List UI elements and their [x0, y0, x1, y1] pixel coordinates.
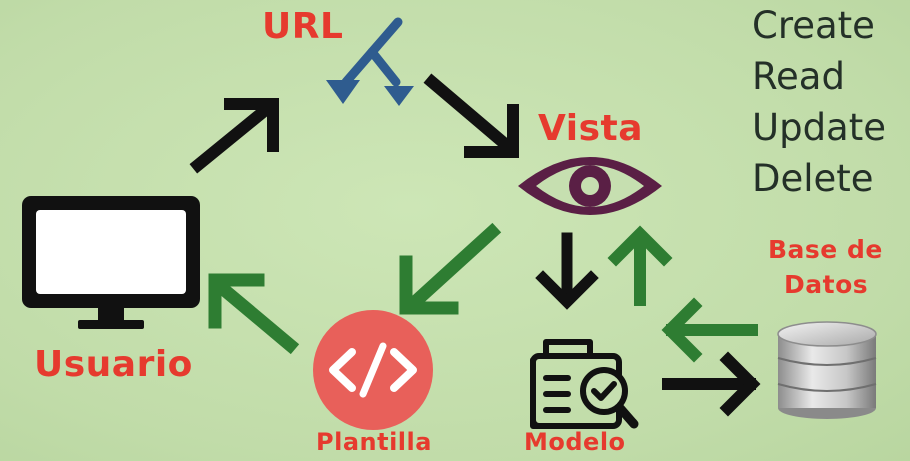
crud-create: Create	[752, 4, 875, 47]
crud-delete: Delete	[752, 157, 874, 200]
arrow-modelo-to-vista	[607, 225, 673, 306]
arrow-database-to-modelo	[661, 297, 758, 363]
database-icon	[777, 321, 877, 419]
arrow-usuario-to-url	[189, 98, 279, 174]
modelo-label: Modelo	[524, 428, 626, 456]
url-label: URL	[262, 6, 344, 47]
arrow-vista-to-plantilla	[399, 222, 502, 315]
document-search-icon	[530, 339, 639, 429]
eye-icon	[518, 157, 662, 215]
plantilla-label: Plantilla	[316, 428, 432, 456]
fork-arrow-icon	[341, 17, 403, 87]
vista-label: Vista	[538, 108, 643, 149]
usuario-label: Usuario	[34, 344, 193, 385]
arrow-plantilla-to-usuario	[208, 273, 300, 355]
arrow-modelo-to-database	[662, 351, 761, 417]
arrow-url-to-vista	[423, 73, 519, 158]
code-icon	[313, 310, 433, 430]
crud-read: Read	[752, 55, 845, 98]
monitor-icon	[22, 196, 200, 329]
crud-update: Update	[752, 106, 886, 149]
base-de-datos-label-line2: Datos	[784, 270, 869, 299]
fork-arrowheads	[326, 80, 414, 106]
arrow-vista-to-modelo	[535, 232, 599, 310]
base-de-datos-label-line1: Base de	[768, 235, 883, 264]
